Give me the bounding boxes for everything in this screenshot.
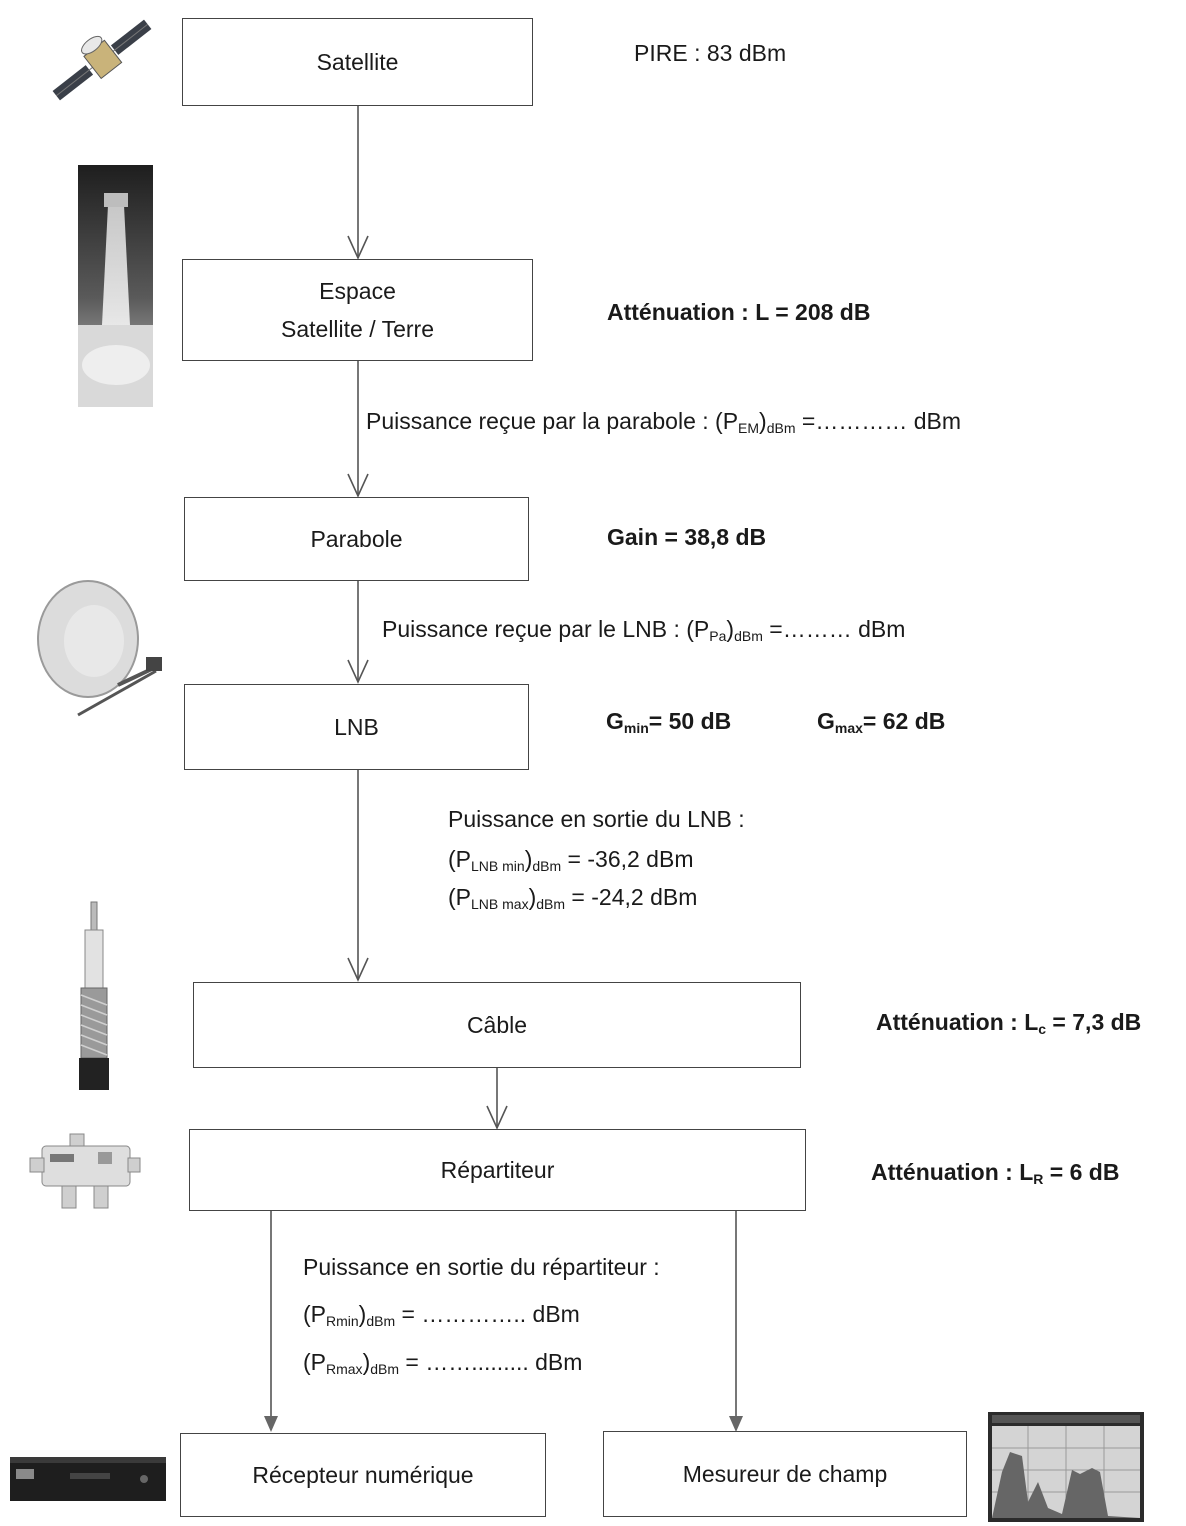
- rmax-sub2: dBm: [370, 1361, 400, 1377]
- lnb-max-sub2: dBm: [536, 896, 566, 912]
- lnb-power-suffix: =……… dBm: [762, 616, 906, 642]
- gmax-g: G: [817, 708, 835, 734]
- dish-power-prefix: Puissance reçue par la parabole : (P: [366, 408, 739, 434]
- splitter-output-title-text: Puissance en sortie du répartiteur :: [303, 1254, 660, 1280]
- lnb-power-sub2: dBm: [734, 628, 763, 644]
- lnb-max-p: (P: [448, 884, 471, 910]
- gmax-note: Gmax= 62 dB: [817, 702, 945, 740]
- rmin-sub1: Rmin: [326, 1313, 359, 1329]
- splitter-box: Répartiteur: [189, 1129, 806, 1211]
- cable-attenuation-sub: c: [1038, 1021, 1047, 1037]
- space-attenuation-text: Atténuation : L = 208 dB: [607, 299, 871, 325]
- field-meter-screen-icon: [988, 1412, 1144, 1522]
- space-image: [78, 165, 153, 407]
- gmin-g: G: [606, 708, 624, 734]
- cable-box: Câble: [193, 982, 801, 1068]
- satellite-label: Satellite: [316, 49, 399, 75]
- cable-attenuation-prefix: Atténuation : L: [876, 1009, 1039, 1035]
- dish-power-sub2: dBm: [766, 420, 796, 436]
- cable-icon: [79, 901, 109, 1090]
- meter-box: Mesureur de champ: [603, 1431, 967, 1517]
- splitter-label: Répartiteur: [440, 1157, 555, 1183]
- splitter-output-title: Puissance en sortie du répartiteur :: [303, 1248, 660, 1286]
- lnb-max-value: = -24,2 dBm: [565, 884, 698, 910]
- lnb-min-note: (PLNB min)dBm = -36,2 dBm: [448, 846, 694, 874]
- pire-note: PIRE : 83 dBm: [634, 34, 786, 72]
- rmin-p: (P: [303, 1301, 326, 1327]
- rmin-note: (PRmin)dBm = ………….. dBm: [303, 1301, 580, 1329]
- space-attenuation-note: Atténuation : L = 208 dB: [607, 293, 870, 331]
- lnb-output-title: Puissance en sortie du LNB :: [448, 800, 745, 838]
- dish-box: Parabole: [184, 497, 529, 581]
- lnb-label: LNB: [334, 714, 379, 740]
- dish-power-note: Puissance reçue par la parabole : (PEM)d…: [366, 408, 962, 436]
- cable-attenuation-value: = 7,3 dB: [1046, 1009, 1142, 1035]
- rmax-note: (PRmax)dBm = ……......... dBm: [303, 1349, 583, 1377]
- dish-label: Parabole: [310, 526, 403, 552]
- splitter-attenuation-sub: R: [1033, 1171, 1044, 1187]
- lnb-min-value: = -36,2 dBm: [561, 846, 694, 872]
- lnb-output-title-text: Puissance en sortie du LNB :: [448, 806, 745, 832]
- gmax-sub: max: [834, 720, 863, 736]
- splitter-icon: [29, 1133, 141, 1209]
- lnb-box: LNB: [184, 684, 529, 770]
- space-box: Espace Satellite / Terre: [182, 259, 533, 361]
- lnb-min-sub2: dBm: [532, 858, 562, 874]
- lnb-power-note: Puissance reçue par le LNB : (PPa)dBm =……: [382, 616, 906, 644]
- dish-power-suffix: =………… dBm: [795, 408, 962, 434]
- rmin-sub2: dBm: [366, 1313, 396, 1329]
- lnb-min-p: (P: [448, 846, 471, 872]
- rmax-sub1: Rmax: [326, 1361, 363, 1377]
- gmin-note: Gmin= 50 dB: [606, 702, 731, 740]
- rmax-p: (P: [303, 1349, 326, 1375]
- rmax-value: = ……......... dBm: [399, 1349, 583, 1375]
- lnb-power-sub1: Pa: [709, 628, 727, 644]
- lnb-power-prefix: Puissance reçue par le LNB : (P: [382, 616, 710, 642]
- splitter-attenuation-note: Atténuation : LR = 6 dB: [871, 1153, 1119, 1191]
- dish-antenna-icon: [37, 580, 162, 717]
- cable-attenuation-note: Atténuation : Lc = 7,3 dB: [876, 1003, 1141, 1041]
- pire-text: PIRE : 83 dBm: [634, 40, 787, 66]
- lnb-max-note: (PLNB max)dBm = -24,2 dBm: [448, 884, 698, 912]
- lnb-min-sub1: LNB min: [471, 858, 525, 874]
- receiver-label: Récepteur numérique: [252, 1462, 474, 1488]
- gmin-value: = 50 dB: [648, 708, 732, 734]
- rmin-value: = ………….. dBm: [395, 1301, 580, 1327]
- space-label-line1: Espace: [319, 278, 396, 304]
- satellite-icon: [52, 19, 152, 101]
- satellite-box: Satellite: [182, 18, 533, 106]
- dish-power-sub1: EM: [738, 420, 760, 436]
- splitter-attenuation-value: = 6 dB: [1043, 1159, 1120, 1185]
- gmin-sub: min: [623, 720, 649, 736]
- dish-gain-text: Gain = 38,8 dB: [607, 524, 767, 550]
- space-label-line2: Satellite / Terre: [281, 316, 434, 342]
- gmax-value: = 62 dB: [862, 708, 946, 734]
- splitter-attenuation-prefix: Atténuation : L: [871, 1159, 1034, 1185]
- cable-label: Câble: [466, 1012, 528, 1038]
- lnb-max-sub1: LNB max: [471, 896, 529, 912]
- meter-label: Mesureur de champ: [682, 1461, 888, 1487]
- receiver-icon: [10, 1457, 166, 1501]
- receiver-box: Récepteur numérique: [180, 1433, 546, 1517]
- dish-gain-note: Gain = 38,8 dB: [607, 518, 766, 556]
